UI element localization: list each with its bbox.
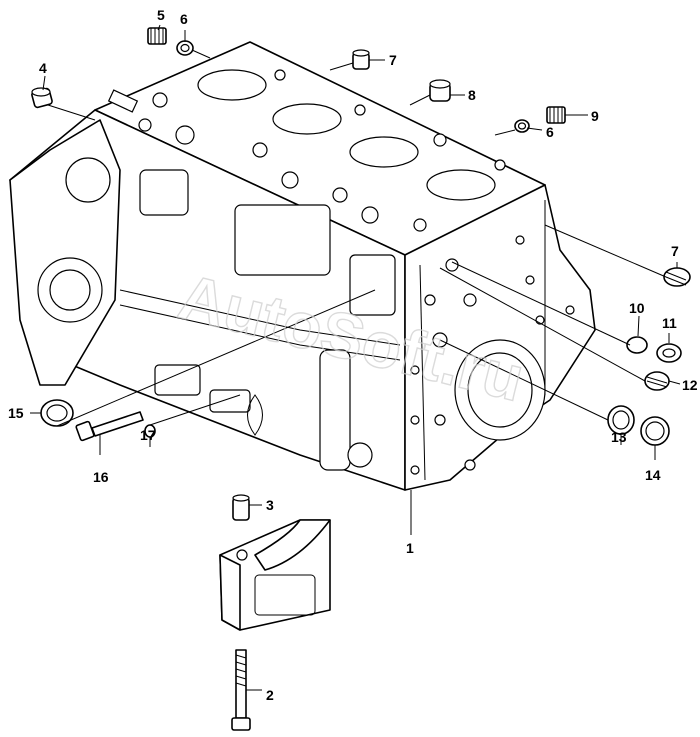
bolt-16 (75, 411, 144, 442)
sleeve-10 (626, 336, 648, 354)
seal-ring-6-right (514, 119, 530, 133)
dowel-sleeve-3 (232, 494, 250, 521)
callout-15: 15 (8, 405, 24, 421)
plug-7-top (352, 49, 370, 70)
callout-8: 8 (468, 87, 476, 103)
callout-9: 9 (591, 108, 599, 124)
callout-6-right: 6 (546, 124, 554, 140)
callout-5: 5 (157, 7, 165, 23)
callout-13: 13 (611, 429, 627, 445)
leader-lines (30, 24, 681, 691)
callout-10: 10 (629, 300, 645, 316)
callout-17: 17 (140, 427, 156, 443)
seal-ring-6-top (176, 40, 194, 56)
bearing-cap-bolt-2 (231, 649, 251, 731)
callout-1: 1 (406, 540, 414, 556)
screw-plug-5 (147, 27, 167, 45)
callout-6-top: 6 (180, 11, 188, 27)
threaded-plug-11 (656, 343, 682, 363)
screw-plug-9 (546, 106, 566, 124)
callouts: 1 2 3 4 5 6 7 8 9 6 7 10 11 12 13 14 15 … (8, 7, 698, 703)
callout-7-top: 7 (389, 52, 397, 68)
plug-12 (644, 371, 670, 391)
callout-14: 14 (645, 467, 661, 483)
seal-14 (640, 416, 670, 446)
callout-2: 2 (266, 687, 274, 703)
callout-16: 16 (93, 469, 109, 485)
seal-15 (40, 399, 74, 427)
cap-plug-8 (429, 79, 451, 102)
main-bearing-cap (219, 519, 331, 631)
callout-11: 11 (662, 315, 677, 331)
plug-4 (31, 87, 53, 109)
plug-7-right (663, 267, 691, 287)
callout-7-right: 7 (671, 243, 679, 259)
callout-3: 3 (266, 497, 274, 513)
callout-12: 12 (682, 377, 698, 393)
callout-4: 4 (39, 60, 47, 76)
cylinder-block (9, 41, 596, 491)
